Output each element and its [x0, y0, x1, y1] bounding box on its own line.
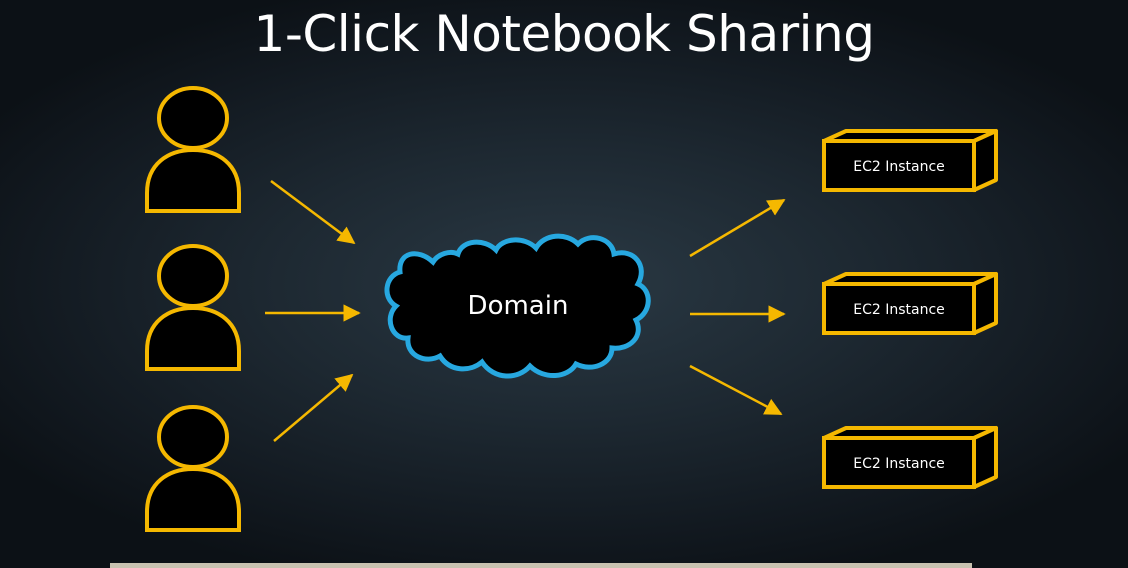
domain-cloud: Domain — [384, 233, 651, 379]
ec2-instance-box: EC2 Instance — [822, 426, 998, 489]
arrow-domain-to-ec2 — [689, 198, 786, 258]
slide-title: 1-Click Notebook Sharing — [253, 5, 875, 63]
bottom-divider — [110, 563, 972, 568]
cloud-icon — [384, 233, 651, 379]
server-box-icon — [822, 139, 976, 192]
user-icon — [145, 244, 241, 371]
ec2-instance-box: EC2 Instance — [822, 129, 998, 192]
ec2-instance-label: EC2 Instance — [853, 302, 945, 318]
arrow-domain-to-ec2 — [689, 364, 783, 416]
arrow-user-to-domain — [273, 373, 354, 442]
ec2-instance-label: EC2 Instance — [853, 159, 945, 175]
user-icon — [145, 86, 241, 213]
server-box-icon — [822, 436, 976, 489]
ec2-instance-label: EC2 Instance — [853, 456, 945, 472]
domain-label: Domain — [468, 291, 569, 321]
ec2-instance-box: EC2 Instance — [822, 272, 998, 335]
server-box-icon — [822, 282, 976, 335]
arrow-user-to-domain — [270, 179, 356, 245]
user-icon — [145, 405, 241, 532]
